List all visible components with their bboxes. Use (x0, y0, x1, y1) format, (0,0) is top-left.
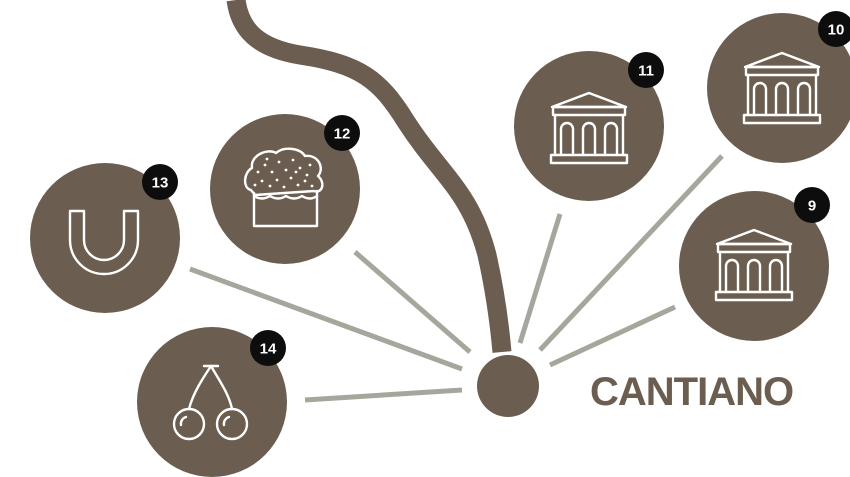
poi-12-circle (210, 114, 360, 264)
poi-13-number: 13 (152, 175, 169, 192)
poi-14-circle (137, 327, 287, 477)
poi-9[interactable]: 9 (679, 187, 830, 341)
poi-11-badge: 11 (628, 52, 664, 88)
poi-12-badge: 12 (324, 115, 360, 151)
poi-11-number: 11 (638, 63, 654, 80)
poi-9-badge: 9 (794, 187, 830, 223)
poi-10-circle (707, 13, 850, 163)
cherries-icon (172, 364, 249, 441)
spokes (189, 154, 724, 403)
poi-12-number: 12 (334, 126, 351, 143)
poi-11[interactable]: 11 (514, 51, 664, 201)
spoke-11 (517, 213, 563, 344)
road-line (226, 0, 512, 353)
horseshoe-icon (68, 209, 140, 276)
spoke-12 (353, 250, 472, 354)
poi-12[interactable]: 12 (210, 114, 360, 264)
poi-14-badge: 14 (250, 330, 286, 366)
town-name-label: CANTIANO (590, 370, 793, 414)
poi-14[interactable]: 14 (137, 327, 287, 477)
poi-9-circle (679, 191, 829, 341)
poi-13[interactable]: 13 (30, 163, 180, 313)
poi-10-badge: 10 (818, 11, 850, 47)
spoke-10 (538, 154, 724, 352)
spoke-14 (304, 387, 463, 403)
poi-13-circle (30, 163, 180, 313)
spoke-13 (189, 266, 463, 372)
poi-9-number: 9 (808, 198, 816, 215)
panettone-cake-icon (243, 147, 324, 228)
poi-14-number: 14 (260, 341, 277, 358)
poi-10[interactable]: 10 (707, 11, 850, 163)
spoke-9 (548, 304, 677, 368)
town-hub-dot (477, 355, 539, 417)
poi-13-badge: 13 (142, 164, 178, 200)
poi-10-number: 10 (828, 22, 845, 39)
